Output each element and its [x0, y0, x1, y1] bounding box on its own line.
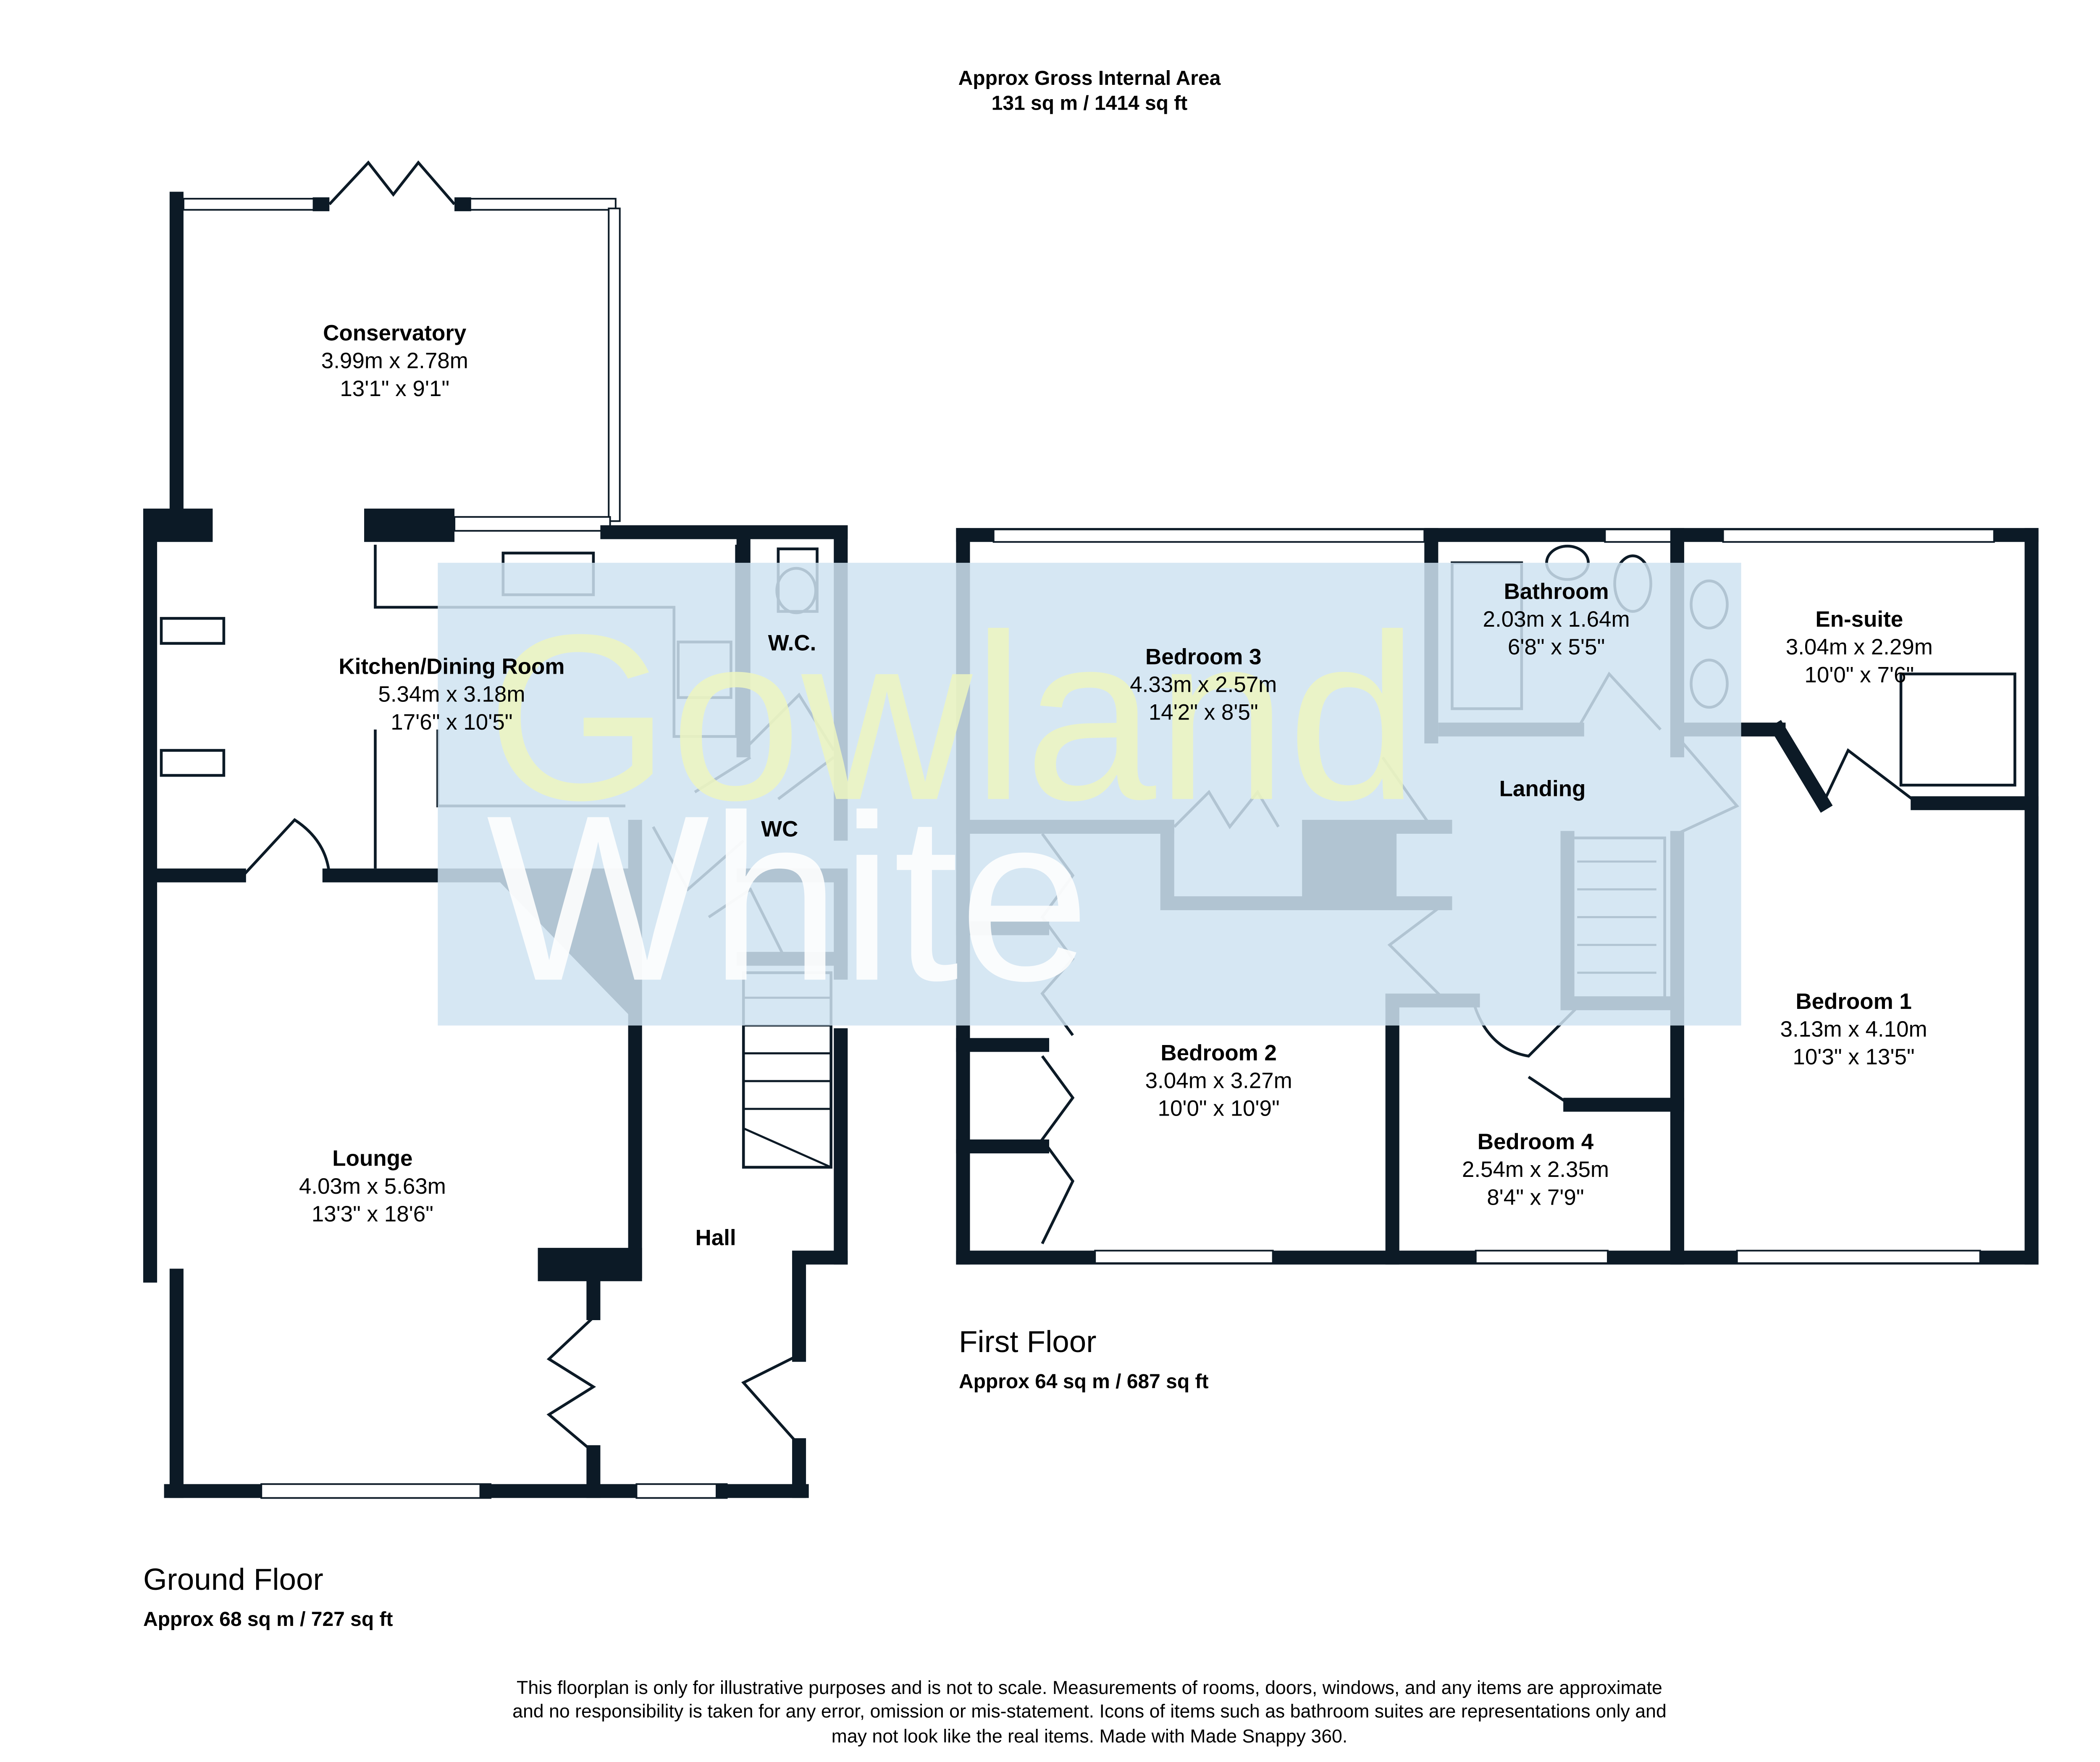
- room-bedroom-2: Bedroom 2 3.04m x 3.27m 10'0" x 10'9": [1145, 1040, 1292, 1121]
- svg-text:Bedroom 1: Bedroom 1: [1796, 989, 1911, 1014]
- svg-text:4.33m x 2.57m: 4.33m x 2.57m: [1130, 672, 1277, 697]
- room-bedroom-4: Bedroom 4 2.54m x 2.35m 8'4" x 7'9": [1462, 1129, 1609, 1210]
- svg-text:13'1" x 9'1": 13'1" x 9'1": [340, 376, 449, 401]
- svg-text:5.34m x 3.18m: 5.34m x 3.18m: [378, 682, 525, 707]
- svg-text:2.54m x 2.35m: 2.54m x 2.35m: [1462, 1157, 1609, 1182]
- disclaimer-line1: This floorplan is only for illustrative …: [517, 1678, 1662, 1698]
- svg-text:3.04m x 3.27m: 3.04m x 3.27m: [1145, 1068, 1292, 1093]
- watermark-line1: Gowland: [486, 586, 1419, 849]
- svg-text:10'3" x 13'5": 10'3" x 13'5": [1793, 1045, 1914, 1069]
- room-lounge: Lounge 4.03m x 5.63m 13'3" x 18'6": [299, 1146, 446, 1226]
- room-kitchen-dining: Kitchen/Dining Room 5.34m x 3.18m 17'6" …: [339, 654, 564, 735]
- svg-text:4.03m x 5.63m: 4.03m x 5.63m: [299, 1174, 446, 1199]
- svg-text:8'4" x 7'9": 8'4" x 7'9": [1487, 1185, 1584, 1210]
- first-floor-area: Approx 64 sq m / 687 sq ft: [959, 1371, 1208, 1393]
- svg-text:6'8" x 5'5": 6'8" x 5'5": [1508, 635, 1605, 659]
- svg-text:Bedroom 4: Bedroom 4: [1478, 1129, 1594, 1154]
- svg-text:14'2" x 8'5": 14'2" x 8'5": [1149, 700, 1258, 725]
- svg-text:Bedroom 2: Bedroom 2: [1160, 1040, 1276, 1065]
- svg-text:Bedroom 3: Bedroom 3: [1145, 644, 1261, 669]
- svg-text:En-suite: En-suite: [1815, 607, 1903, 632]
- watermark: Gowland White: [438, 562, 1741, 1030]
- svg-text:Bathroom: Bathroom: [1504, 579, 1609, 604]
- room-bedroom-3: Bedroom 3 4.33m x 2.57m 14'2" x 8'5": [1130, 644, 1277, 725]
- room-hall: Hall: [695, 1225, 736, 1250]
- svg-text:2.03m x 1.64m: 2.03m x 1.64m: [1483, 607, 1630, 632]
- svg-text:17'6" x 10'5": 17'6" x 10'5": [391, 710, 512, 735]
- disclaimer-line3: may not look like the real items. Made w…: [832, 1726, 1348, 1747]
- disclaimer-line2: and no responsibility is taken for any e…: [512, 1701, 1667, 1722]
- svg-text:Lounge: Lounge: [332, 1146, 412, 1171]
- room-wc: WC: [761, 817, 798, 842]
- room-wc-upper: W.C.: [768, 630, 816, 655]
- room-bathroom: Bathroom 2.03m x 1.64m 6'8" x 5'5": [1483, 579, 1630, 659]
- room-bedroom-1: Bedroom 1 3.13m x 4.10m 10'3" x 13'5": [1780, 989, 1927, 1069]
- svg-text:Conservatory: Conservatory: [323, 321, 467, 346]
- svg-text:10'0" x 10'9": 10'0" x 10'9": [1158, 1096, 1280, 1121]
- svg-text:10'0" x 7'6": 10'0" x 7'6": [1804, 662, 1914, 687]
- gross-area-label: Approx Gross Internal Area: [958, 67, 1221, 89]
- room-en-suite: En-suite 3.04m x 2.29m 10'0" x 7'6": [1786, 607, 1933, 687]
- svg-text:3.99m x 2.78m: 3.99m x 2.78m: [321, 349, 468, 373]
- watermark-line2: White: [486, 766, 1090, 1030]
- room-landing: Landing: [1499, 777, 1586, 801]
- ground-floor-area: Approx 68 sq m / 727 sq ft: [143, 1608, 393, 1631]
- ground-floor-title: Ground Floor: [143, 1562, 323, 1597]
- svg-text:Kitchen/Dining Room: Kitchen/Dining Room: [339, 654, 564, 679]
- svg-text:13'3" x 18'6": 13'3" x 18'6": [312, 1202, 433, 1226]
- svg-text:3.04m x 2.29m: 3.04m x 2.29m: [1786, 635, 1933, 659]
- svg-text:3.13m x 4.10m: 3.13m x 4.10m: [1780, 1017, 1927, 1042]
- room-conservatory: Conservatory 3.99m x 2.78m 13'1" x 9'1": [321, 321, 468, 401]
- gross-area-value: 131 sq m / 1414 sq ft: [992, 92, 1188, 114]
- first-floor-title: First Floor: [959, 1325, 1096, 1359]
